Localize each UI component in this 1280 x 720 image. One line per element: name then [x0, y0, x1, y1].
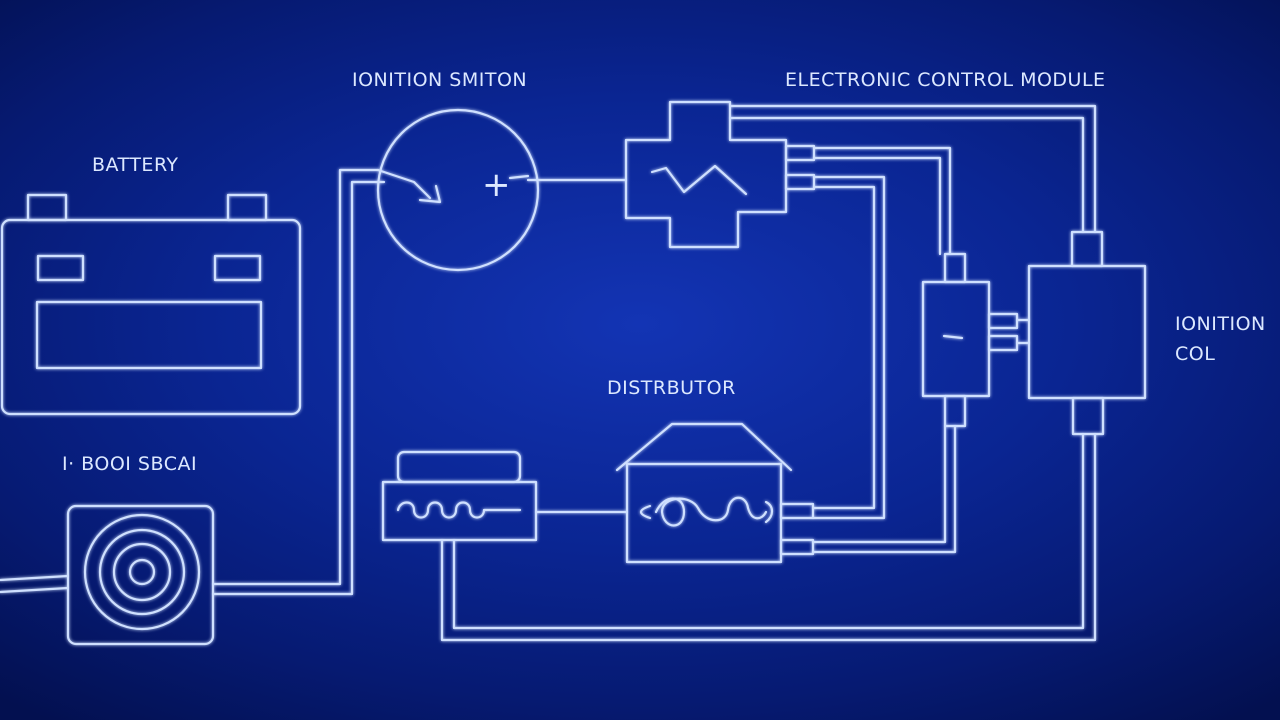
battery-label: BATTERY [92, 154, 179, 176]
wiring [0, 104, 1097, 642]
ecm-symbol [624, 100, 816, 249]
switch-plus-sign: + [482, 165, 511, 205]
ignition-coil-label-line2: COL [1175, 343, 1215, 365]
speaker-label: I· BOOI SBCAI [62, 453, 197, 475]
distributor-label: DISTRBUTOR [607, 377, 736, 399]
ecm-label: ELECTRONIC CONTROL MODULE [785, 69, 1106, 91]
ignition-switch-symbol [376, 108, 540, 272]
ignition-coil-label-line1: IONITION [1175, 313, 1266, 335]
relay-symbol [921, 252, 1019, 428]
speaker-symbol [66, 504, 215, 646]
battery-symbol [0, 193, 302, 416]
ignition-coil-symbol [1027, 230, 1147, 436]
distributor-symbol [615, 422, 815, 564]
pickup-sensor-symbol [381, 450, 538, 542]
ignition-switch-label: IONITION SMITON [352, 69, 527, 91]
